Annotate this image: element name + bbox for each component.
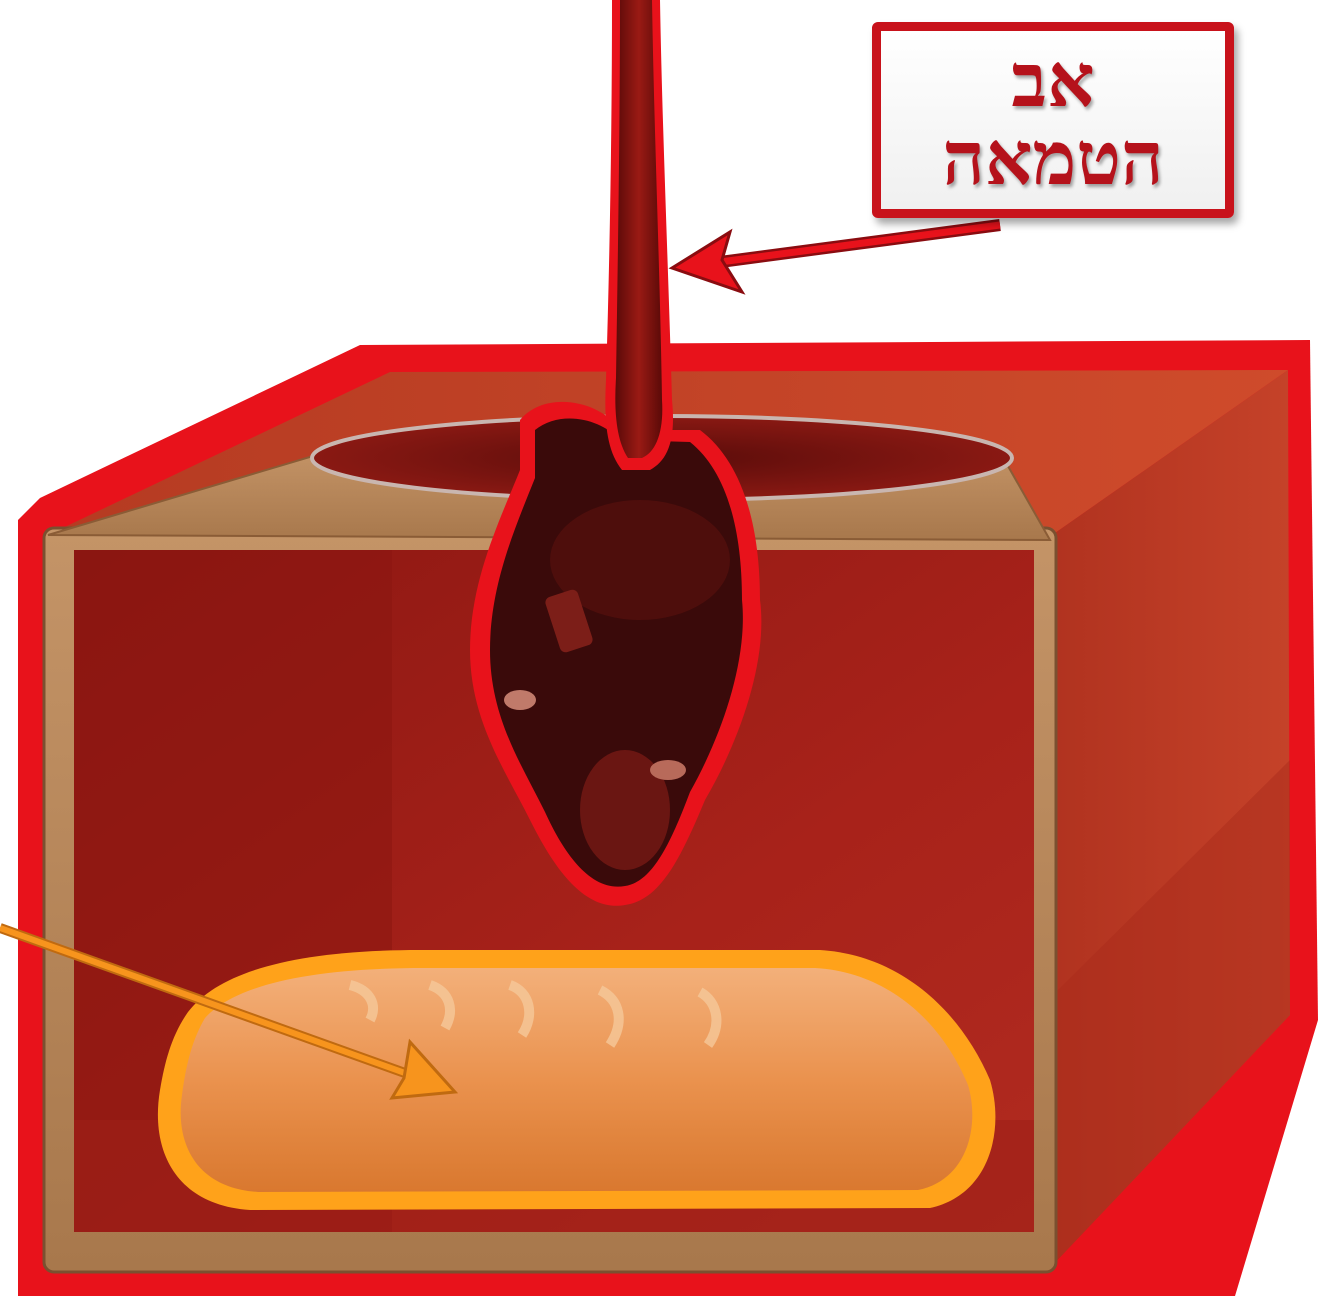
bread-loaf [181, 968, 973, 1192]
label-line-2: הטמאה [942, 120, 1163, 198]
creature-ear [650, 760, 686, 780]
label-line-1: אב [1011, 42, 1094, 120]
creature-paw [504, 690, 536, 710]
label-box-av-hatumah: אב הטמאה [872, 22, 1234, 218]
label-pointer-line-inner [720, 225, 1000, 262]
